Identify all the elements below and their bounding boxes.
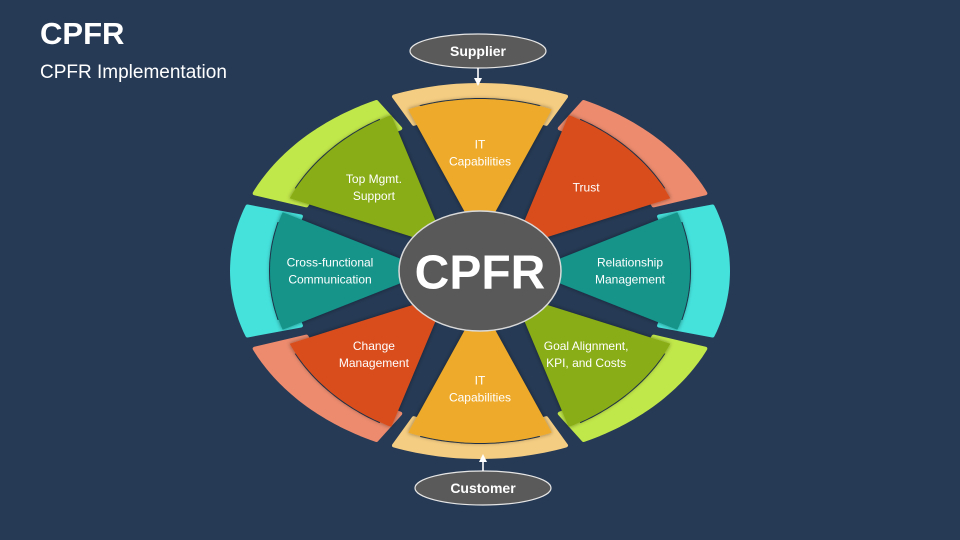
segment-label-line: Capabilities xyxy=(449,155,511,169)
segment-label-line: KPI, and Costs xyxy=(546,356,626,370)
segment-wedge xyxy=(289,301,439,427)
segment-trust: Trust xyxy=(521,100,708,241)
arrow-up-icon xyxy=(479,454,487,471)
segment-it-capabilities-top: IT Capabilities xyxy=(392,83,568,220)
center-node: CPFR xyxy=(398,210,562,332)
segment-wedge xyxy=(521,301,671,427)
segment-label-line: Trust xyxy=(573,181,601,195)
center-ellipse xyxy=(398,210,562,332)
segments-layer: ITCapabilitiesTrustRelationshipManagemen… xyxy=(230,83,730,459)
segment-label-line: IT xyxy=(475,138,486,152)
segment-label-line: Cross-functional xyxy=(287,256,374,270)
segment-wedge xyxy=(408,99,552,220)
segment-it-capabilities-bottom: IT Capabilities xyxy=(392,322,568,459)
segment-label-line: Change xyxy=(353,339,395,353)
supplier-label: Supplier xyxy=(450,43,507,59)
segment-label-line: Support xyxy=(353,189,396,203)
segment-rim xyxy=(657,204,730,338)
segment-label-line: Goal Alignment, xyxy=(544,339,629,353)
segment-wedge xyxy=(521,115,671,241)
segment-rim xyxy=(557,100,708,208)
center-label: CPFR xyxy=(415,247,546,300)
segment-label-line: Management xyxy=(595,273,666,287)
segment-wedge xyxy=(408,322,552,443)
segment-label-line: Capabilities xyxy=(449,391,511,405)
customer-node: Customer xyxy=(414,454,552,506)
segment-wedge xyxy=(270,212,411,330)
segment-label-line: IT xyxy=(475,374,486,388)
segment-goal-alignment: Goal Alignment, KPI, and Costs xyxy=(521,301,708,442)
segment-rim xyxy=(252,334,403,442)
segment-label-line: Top Mgmt. xyxy=(346,172,402,186)
slide-subtitle: CPFR Implementation xyxy=(40,62,227,83)
segment-top-mgmt-support: Top Mgmt. Support xyxy=(252,100,439,241)
supplier-node: Supplier xyxy=(409,33,547,86)
segment-wedge xyxy=(289,115,439,241)
segment-label-line: Relationship xyxy=(597,256,663,270)
customer-label: Customer xyxy=(450,480,516,496)
segment-label-line: Communication xyxy=(288,273,371,287)
segment-wedge xyxy=(549,212,690,330)
segment-rim xyxy=(392,416,568,459)
segment-rim xyxy=(557,334,708,442)
segment-rim xyxy=(252,100,403,208)
slide-title: CPFR xyxy=(40,16,125,51)
segment-label-line: Management xyxy=(339,356,410,370)
segment-rim xyxy=(230,204,303,338)
segment-rim xyxy=(392,83,568,126)
arrow-down-icon xyxy=(474,68,482,86)
